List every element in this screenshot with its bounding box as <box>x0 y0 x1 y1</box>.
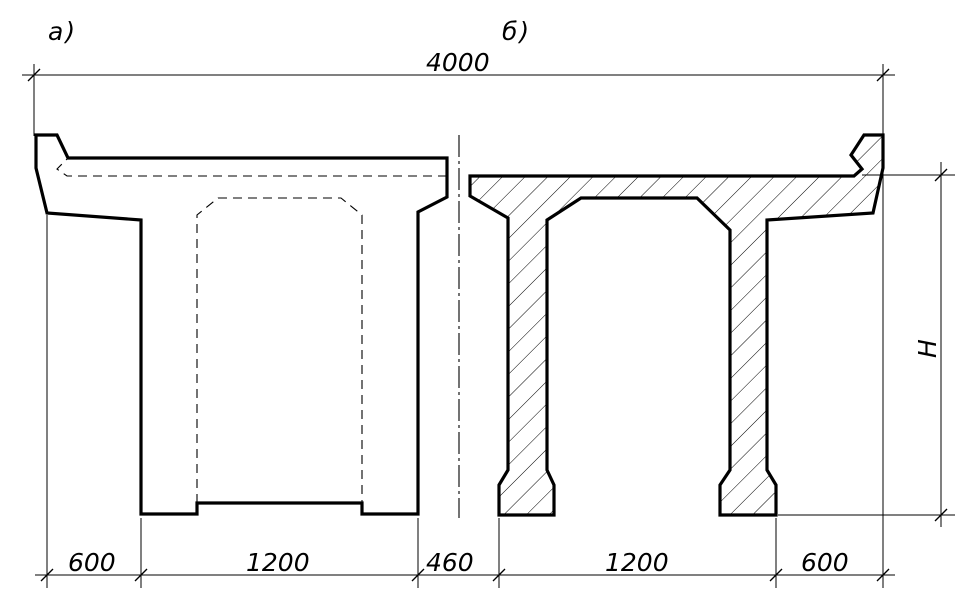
dim-middle: 460 <box>426 548 474 577</box>
panel-label-b: б) <box>502 17 531 46</box>
panel-label-a: а) <box>48 17 77 46</box>
view-b-section <box>468 133 885 517</box>
overall-width-label: 4000 <box>426 48 490 77</box>
dim-left-cantilever: 600 <box>68 548 116 577</box>
overall-width-dimension: 4000 <box>22 48 895 136</box>
height-dimension: H <box>778 162 955 527</box>
view-a-hidden-contours <box>56 157 447 503</box>
view-a-outline <box>34 133 449 516</box>
dim-right-inner: 1200 <box>605 548 669 577</box>
height-label: H <box>913 339 942 358</box>
dim-right-cantilever: 600 <box>801 548 849 577</box>
bottom-dimension-chain: 600 1200 460 1200 600 <box>35 168 895 588</box>
dim-left-inner: 1200 <box>246 548 310 577</box>
